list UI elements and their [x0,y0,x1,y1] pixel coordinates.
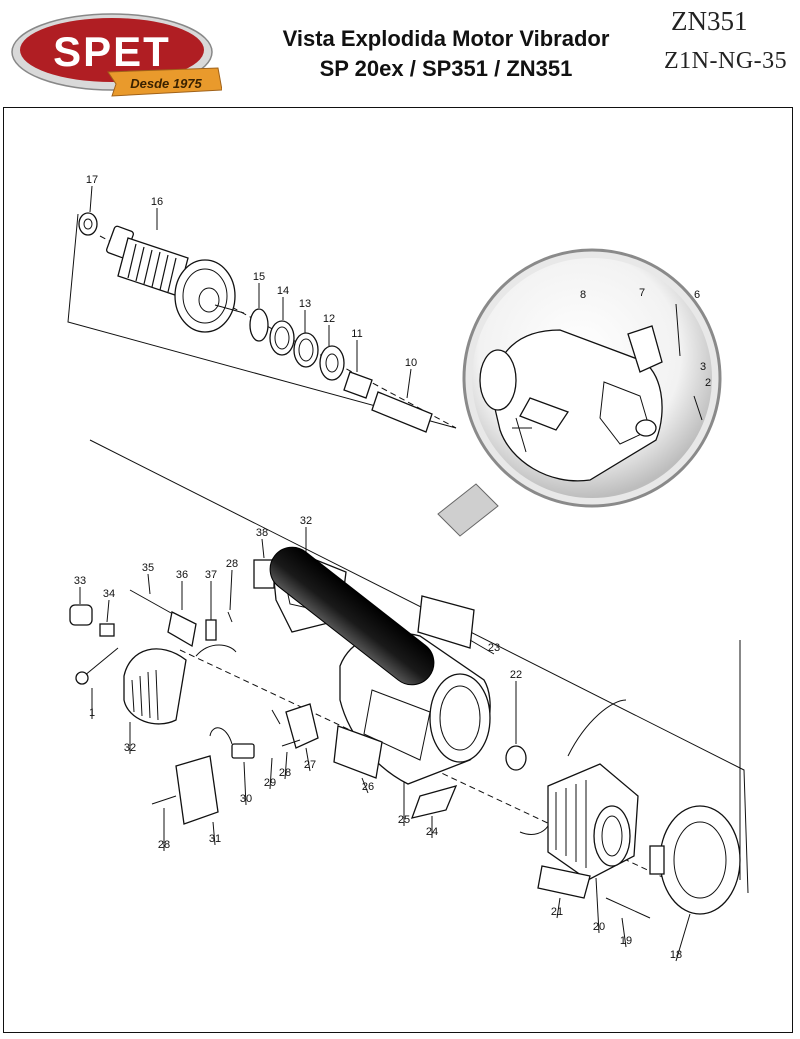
part-label-18: 18 [670,949,682,961]
part-18-end-cap [649,805,741,915]
part-label-23: 23 [488,642,500,654]
leader-line [269,757,273,790]
part-16-armature [106,225,245,333]
part-28-screw-top [227,611,233,623]
leader-line [229,569,233,611]
part-label-13: 13 [299,298,311,310]
part-label-12: 12 [323,313,335,325]
logo-tagline: Desde 1975 [130,76,202,91]
part-label-27: 27 [304,759,316,771]
part-label-11: 11 [351,328,362,340]
part-23-label [417,595,475,649]
part-12-bearing [319,345,345,381]
header: SPET Desde 1975 Vista Explodida Motor Vi… [0,0,800,105]
part-32-brush-holder-left [123,648,187,725]
part-label-33: 33 [74,575,86,587]
magnified-label-2: 2 [705,377,711,389]
part-label-15: 15 [253,271,265,283]
part-22-bushing [505,745,527,771]
part-37-clip [205,619,217,641]
spet-logo: SPET Desde 1975 [11,13,222,97]
part-label-19: 19 [620,935,632,947]
part-11-sleeve [343,371,373,399]
part-label-28: 28 [226,558,238,570]
part-label-35: 35 [142,562,154,574]
magnified-label-8: 8 [580,289,586,301]
magnifying-glass-icon [269,248,722,686]
part-label-10: 10 [405,357,417,369]
part-label-38: 38 [256,527,268,539]
leader-line [284,751,288,780]
leader-line [147,573,151,595]
part-28-screw-bottom [151,795,177,805]
part-21-bracket [537,865,591,899]
part-34-block [99,623,115,637]
title-line-1: Vista Explodida Motor Vibrador [282,26,610,51]
part-10-shaft [371,391,433,433]
part-26-label [333,725,383,779]
diagram-frame [3,107,793,1033]
leader-line [305,747,311,772]
part-19-screw [605,897,651,919]
part-36-cable-guard [167,611,197,648]
part-label-17: 17 [86,174,98,186]
part-24-plate [410,785,458,819]
leader-line [261,538,265,559]
part-13-ring [293,332,319,368]
leader-line [106,599,110,623]
magnified-label-6: 6 [694,289,700,301]
part-27-switch-plate [285,703,319,749]
part-label-34: 34 [103,588,115,600]
title-line-2: SP 20ex / SP351 / ZN351 [319,56,573,81]
reference-code: Z1N-NG-35 [664,48,788,74]
part-label-21: 21 [551,906,563,918]
leader-line [89,185,93,213]
leader-line [361,777,369,794]
model-code: ZN351 [671,6,748,36]
page-title: Vista Explodida Motor Vibrador SP 20ex /… [236,24,656,84]
part-14-ring [269,320,295,356]
part-15-circlip [249,308,269,342]
part-29-pin [271,709,281,725]
part-1-screw [83,647,119,677]
part-label-37: 37 [205,569,217,581]
leader-line [556,897,561,919]
leader-line [243,761,247,806]
leader-line [621,917,627,948]
part-label-14: 14 [277,285,289,297]
part-33-cap [69,604,93,626]
leader-line [406,368,412,399]
part-label-22: 22 [510,669,522,681]
part-28-screw-mid [281,739,301,747]
part-label-32: 32 [300,515,312,527]
part-20-stator [519,699,639,881]
part-30-capacitor [209,727,255,759]
part-label-16: 16 [151,196,163,208]
leader-line [595,877,600,934]
logo-brand-text: SPET [53,28,171,75]
armature-group [78,212,433,433]
part-17-washer [78,212,98,236]
part-label-layer: 17 16 15 14 13 12 11 10 38 32 33 34 35 36 37 28 23 2 21 3 22… [74,174,711,962]
part-31-cover-plate [175,755,219,825]
part-label-31: 31 [209,833,221,845]
leader-line [675,913,691,962]
magnified-label-7: 7 [639,287,645,299]
magnified-label-3: 3 [700,361,706,373]
leader-line [212,821,216,846]
part-label-36: 36 [176,569,188,581]
leader-line [469,639,495,655]
